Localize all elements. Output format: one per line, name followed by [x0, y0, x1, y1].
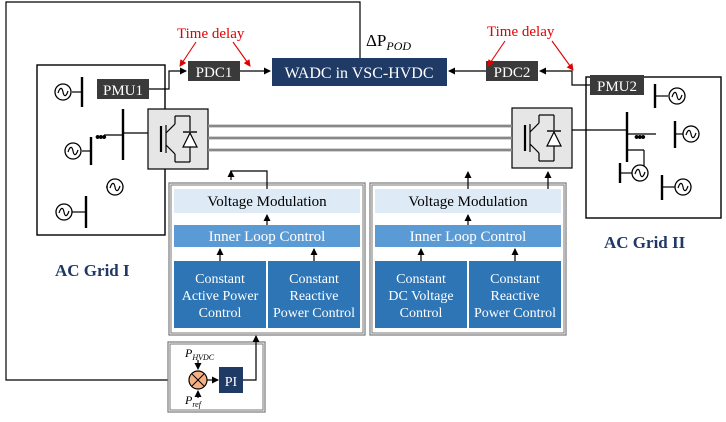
converter-left — [123, 107, 210, 171]
left-block1-line2: Active Power — [182, 289, 259, 304]
right-block2-line1: Constant — [490, 272, 540, 287]
left-voltage-modulation-label: Voltage Modulation — [207, 194, 327, 210]
generator-icon — [55, 203, 73, 221]
wadc-label: WADC in VSC-HVDC — [284, 65, 433, 82]
right-inner-loop-label: Inner Loop Control — [410, 229, 527, 245]
pdc1-label: PDC1 — [196, 65, 233, 81]
ac-grid-1-label: AC Grid I — [55, 261, 130, 280]
left-constant-active-power-block — [174, 261, 266, 328]
generator-icon — [106, 178, 124, 196]
right-voltage-modulation-label: Voltage Modulation — [408, 194, 528, 210]
right-inner-loop — [375, 225, 561, 247]
dc-transmission-lines — [208, 124, 512, 152]
right-block1-line1: Constant — [396, 272, 446, 287]
right-voltage-modulation — [375, 189, 561, 213]
summing-junction-icon — [188, 370, 208, 390]
time-delay-right-label: Time delay — [487, 24, 555, 40]
generator-icon — [64, 142, 82, 160]
time-delay-left: Time delay — [177, 26, 251, 67]
wadc-box: WADC in VSC-HVDC — [272, 58, 447, 86]
generator-icon — [682, 125, 700, 143]
right-block1-line2: DC Voltage — [388, 289, 453, 304]
ac-grid-2-label: AC Grid II — [604, 233, 686, 252]
ac-grid-2: ••• — [585, 76, 722, 219]
right-constant-reactive-power-block — [469, 261, 561, 328]
pi-block — [219, 367, 243, 393]
left-block2-line2: Reactive — [290, 289, 339, 304]
delta-p-pod-label: ΔPPOD — [366, 31, 411, 53]
right-control-station: Voltage Modulation Inner Loop Control Co… — [369, 171, 567, 336]
p-ref-label: Pref — [184, 393, 203, 409]
generator-icon — [54, 83, 72, 101]
pod-pi-controller: PHVDC Pref PI — [167, 335, 266, 413]
left-block2-line1: Constant — [289, 272, 339, 287]
left-inner-loop — [174, 225, 360, 247]
left-inner-loop-label: Inner Loop Control — [209, 229, 326, 245]
right-block2-line2: Reactive — [491, 289, 540, 304]
grid1-bus-pmu — [54, 77, 84, 107]
left-block2-line3: Power Control — [273, 306, 355, 321]
left-block1-line1: Constant — [195, 272, 245, 287]
right-block2-line3: Power Control — [474, 306, 556, 321]
signal-arrows — [5, 1, 590, 384]
time-delay-left-label: Time delay — [177, 26, 245, 42]
generator-icon — [631, 164, 649, 182]
pdc1-box: PDC1 — [188, 61, 240, 81]
right-constant-dc-voltage-block — [375, 261, 467, 328]
generator-icon — [668, 87, 686, 105]
pi-label: PI — [225, 375, 238, 390]
pdc2-label: PDC2 — [494, 65, 531, 81]
left-control-station: Voltage Modulation Inner Loop Control Co… — [168, 170, 366, 336]
pmu2-box: PMU2 — [590, 75, 644, 95]
igbt-converter-icon — [510, 106, 574, 170]
pdc2-box: PDC2 — [486, 61, 538, 81]
time-delay-right: Time delay — [487, 24, 574, 71]
grid2-bus-pmu — [653, 84, 686, 108]
pmu1-label: PMU1 — [103, 83, 143, 99]
left-constant-reactive-power-block — [268, 261, 360, 328]
left-block1-line3: Control — [199, 306, 242, 321]
p-hvdc-label: PHVDC — [184, 346, 215, 362]
left-voltage-modulation — [174, 189, 360, 213]
pmu1-box: PMU1 — [97, 79, 149, 99]
pmu2-label: PMU2 — [597, 79, 637, 95]
igbt-converter-icon — [146, 107, 210, 171]
generator-icon — [674, 178, 692, 196]
right-block1-line3: Control — [400, 306, 443, 321]
converter-right — [510, 106, 627, 170]
